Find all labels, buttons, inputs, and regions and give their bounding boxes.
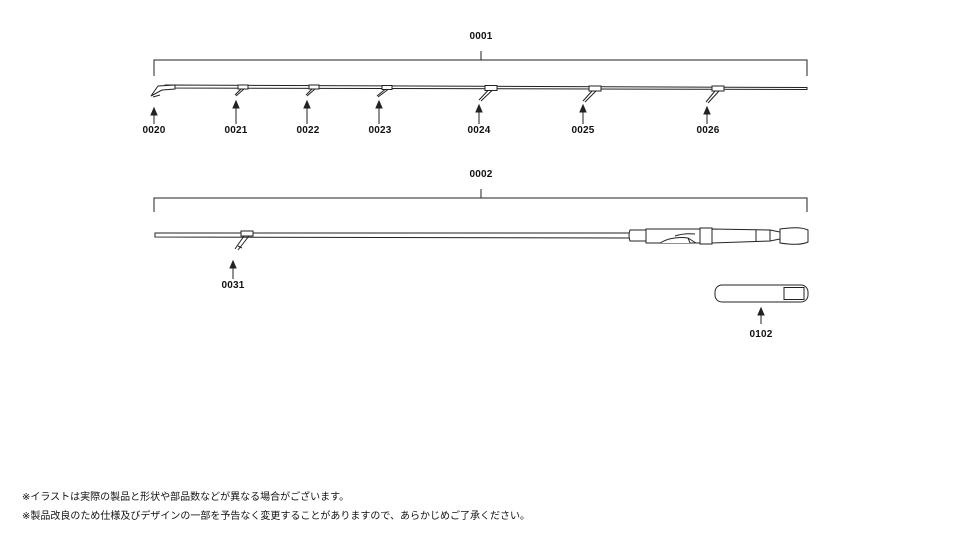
part-label-0023: 0023 <box>368 125 392 136</box>
disclaimer-note-1: ※イラストは実際の製品と形状や部品数などが異なる場合がございます。 <box>22 492 350 503</box>
reel-seat-and-grip <box>628 227 809 245</box>
butt-leader-arrow <box>229 259 237 279</box>
part-label-0031: 0031 <box>221 280 245 291</box>
top-section-bracket <box>153 51 808 76</box>
tip-guide-shape <box>150 84 176 98</box>
part-label-0021: 0021 <box>224 125 248 136</box>
top-guides <box>234 84 725 104</box>
butt-section-blank <box>154 232 631 239</box>
butt-section-bracket <box>153 189 808 212</box>
part-label-0002: 0002 <box>469 169 493 180</box>
case-shape <box>714 284 809 303</box>
part-label-0025: 0025 <box>571 125 595 136</box>
part-label-0020: 0020 <box>142 125 166 136</box>
part-label-0001: 0001 <box>469 31 493 42</box>
part-label-0026: 0026 <box>696 125 720 136</box>
part-label-0022: 0022 <box>296 125 320 136</box>
butt-guide-shape <box>234 230 254 251</box>
disclaimer-note-2: ※製品改良のため仕様及びデザインの一部を予告なく変更することがありますので、あら… <box>22 511 530 522</box>
case-leader-arrow <box>757 306 765 324</box>
top-leader-arrows <box>150 99 711 124</box>
part-label-0024: 0024 <box>467 125 491 136</box>
part-label-0102: 0102 <box>749 329 773 340</box>
